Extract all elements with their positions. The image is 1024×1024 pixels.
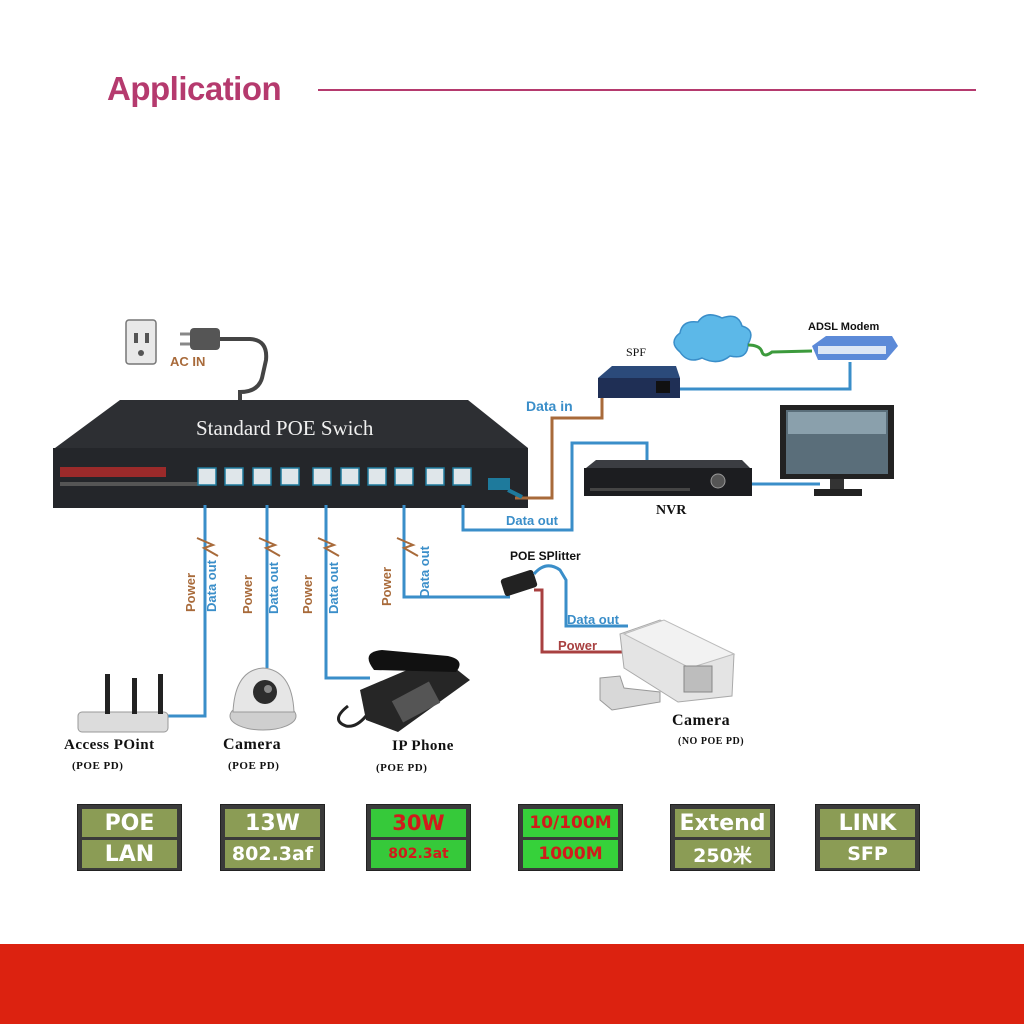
power-label-splitter: Power <box>558 638 598 653</box>
title-rule <box>318 89 976 91</box>
device-name-camera-dome: Camera <box>223 736 282 753</box>
badge-top: LINK <box>820 809 915 837</box>
device-sub-access-point: (POE PD) <box>72 760 124 772</box>
device-sub-ip-phone: (POE PD) <box>376 762 428 774</box>
network-diagram <box>53 314 898 733</box>
badge-bottom: SFP <box>820 840 915 868</box>
poe-splitter-label: POE SPlitter <box>510 549 581 563</box>
badge-top: 13W <box>225 809 320 837</box>
access-point-icon <box>77 674 169 733</box>
spf-label: SPF <box>626 345 647 359</box>
badge-top: 10/100M <box>523 809 618 837</box>
data-out-label-switch: Data out <box>506 513 558 528</box>
ac-in-label: AC IN <box>170 354 206 369</box>
page-title: Application <box>107 70 282 107</box>
device-sub-camera-dome: (POE PD) <box>228 760 280 772</box>
power-label-2: Power <box>240 574 255 614</box>
badge-top: 30W <box>371 809 466 837</box>
power-label-4: Power <box>379 566 394 606</box>
badge-top: Extend <box>675 809 770 837</box>
badge-speed: 10/100M 1000M <box>518 804 623 871</box>
footer-bar <box>0 944 1024 1024</box>
poe-switch-icon <box>53 400 528 508</box>
device-name-camera-bullet: Camera <box>672 712 731 729</box>
internet-cloud-icon <box>673 314 752 363</box>
badge-link: LINK SFP <box>815 804 920 871</box>
device-name-access-point: Access POint <box>64 737 155 753</box>
bullet-camera-icon <box>599 619 736 711</box>
wall-socket-icon <box>125 319 157 365</box>
adsl-modem-label: ADSL Modem <box>808 321 880 333</box>
badge-bottom: 1000M <box>523 840 618 868</box>
spf-converter-icon <box>598 366 680 398</box>
badge-top: POE <box>82 809 177 837</box>
badge-13w: 13W 802.3af <box>220 804 325 871</box>
badge-bottom: 250米 <box>675 840 770 868</box>
device-name-ip-phone: IP Phone <box>392 738 454 754</box>
badge-bottom: LAN <box>82 840 177 868</box>
power-label-3: Power <box>300 574 315 614</box>
nvr-label: NVR <box>656 503 687 518</box>
power-label-1: Power <box>183 572 198 612</box>
badge-30w: 30W 802.3at <box>366 804 471 871</box>
data-out-label-splitter: Data out <box>567 612 619 627</box>
ip-phone-icon <box>337 650 470 732</box>
data-out-label-2: Data out <box>266 562 281 614</box>
data-out-label-4: Data out <box>417 546 432 598</box>
monitor-icon <box>780 405 894 496</box>
switch-label: Standard POE Swich <box>196 416 374 440</box>
nvr-icon <box>584 460 752 496</box>
badge-bottom: 802.3af <box>225 840 320 868</box>
badge-extend: Extend 250米 <box>670 804 775 871</box>
data-out-label-3: Data out <box>326 562 341 614</box>
poe-splitter-icon <box>500 569 538 597</box>
badge-bottom: 802.3at <box>371 840 466 868</box>
badge-poe-lan: POE LAN <box>77 804 182 871</box>
data-in-label: Data in <box>526 398 573 414</box>
power-plug-icon <box>180 328 269 400</box>
dome-camera-icon <box>229 667 297 731</box>
data-out-label-1: Data out <box>204 560 219 612</box>
device-sub-camera-bullet: (NO POE PD) <box>678 736 745 747</box>
adsl-modem-icon <box>812 336 898 360</box>
